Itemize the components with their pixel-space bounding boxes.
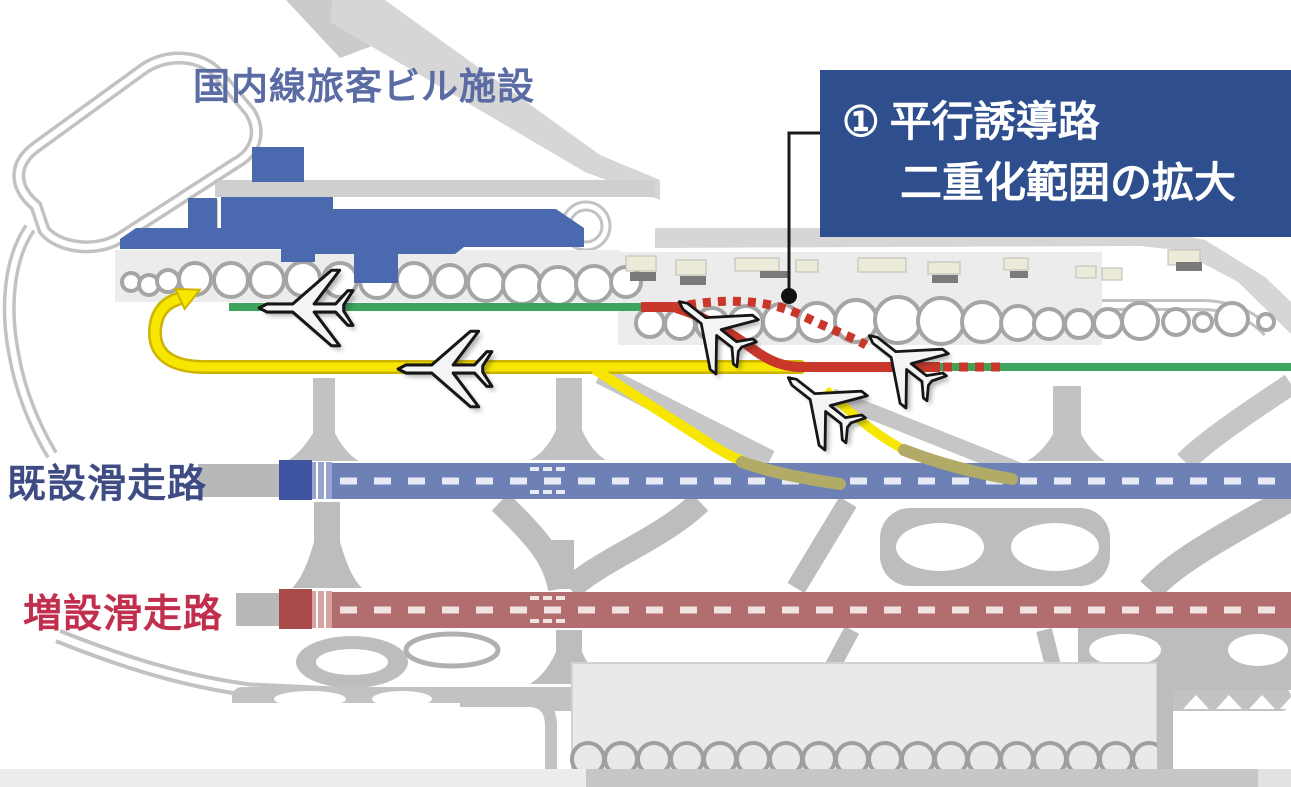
olive-exit-tip-2 [898,444,1018,485]
yellow-route-line [150,294,805,372]
aircraft-stand-circles [120,260,1276,346]
terminal-west-block [188,198,217,232]
inter-runway-taxiways [292,486,1291,599]
taxiway-routes [147,287,1291,490]
terminal-satellite-block [252,147,304,182]
taxiway-runway-connectors [287,365,1291,478]
terminal-building [120,147,584,283]
bottom-edge-strips [0,769,1291,787]
callout-line-1-text: 平行誘導路 [889,98,1100,145]
added-runway-band [236,589,1291,629]
airplane-icon [396,329,494,409]
callout-leader [781,131,822,304]
yellow-route-arrowhead [173,287,202,311]
callout-leader-line [787,131,822,292]
existing-runway-label: 既設滑走路 [7,463,208,506]
added-runway-label: 増設滑走路 [23,593,224,636]
terminal-facility-label: 国内線旅客ビル施設 [193,66,535,107]
yellow-exit-branch-1 [591,364,750,468]
olive-exit-tip-1 [736,456,846,490]
service-buildings [625,249,1202,285]
red-expansion-dashed-arc [687,296,869,349]
callout-line-2: 二重化範囲の拡大 [900,158,1237,206]
terminal-main-shape [120,197,584,283]
callout-number-icon: ① [842,98,880,145]
south-taxiways-and-aprons [0,626,1291,777]
callout-leader-dot [781,288,797,304]
